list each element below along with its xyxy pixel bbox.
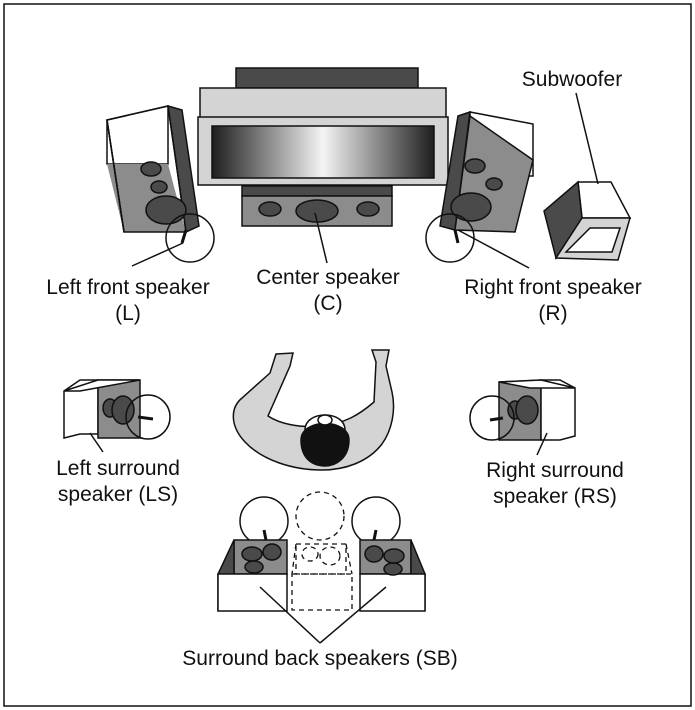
center-speaker-label-line2: (C) [313,292,343,315]
right-front-speaker-label-line1: Right front speaker [464,276,642,299]
subwoofer-label: Subwoofer [521,68,623,91]
center-speaker-label-line1: Center speaker [256,266,400,289]
subwoofer-icon [543,180,632,261]
left-front-speaker-icon [106,104,215,263]
left-front-speaker-leader [131,242,184,267]
right-surround-speaker-label-line2: speaker (RS) [493,485,617,508]
right-surround-speaker-leader [536,432,548,456]
center-speaker-leader [314,212,328,264]
right-front-speaker-leader [457,229,530,269]
right-surround-speaker-label-line1: Right surround [486,459,624,482]
left-front-speaker-label-line2: (L) [115,302,141,325]
right-front-speaker-icon [425,110,534,263]
surround-back-speakers-label: Surround back speakers (SB) [182,647,458,670]
surround-back-leaders [259,586,387,644]
right-surround-speaker-label: Right surround speaker (RS) [460,458,650,510]
left-surround-speaker-label-line2: speaker (LS) [57,483,179,506]
listener-icon [232,349,395,471]
tv-icon [197,67,449,186]
surround-back-single-dashed-icon [291,491,353,611]
left-surround-speaker-label: Left surround speaker (LS) [26,456,210,508]
right-front-speaker-label: Right front speaker (R) [438,275,668,327]
left-surround-speaker-leader [89,432,104,453]
left-front-speaker-label: Left front speaker (L) [22,275,234,327]
right-surround-speaker-icon [469,379,576,441]
left-surround-speaker-icon [63,379,171,440]
center-speaker-label: Center speaker (C) [238,265,418,317]
subwoofer-leader [575,92,599,185]
surround-back-left-speaker-icon [217,496,289,612]
left-front-speaker-label-line1: Left front speaker [46,276,210,299]
right-front-speaker-label-line2: (R) [538,302,568,325]
surround-back-right-speaker-icon [351,496,426,612]
left-surround-speaker-label-line1: Left surround [56,457,180,480]
